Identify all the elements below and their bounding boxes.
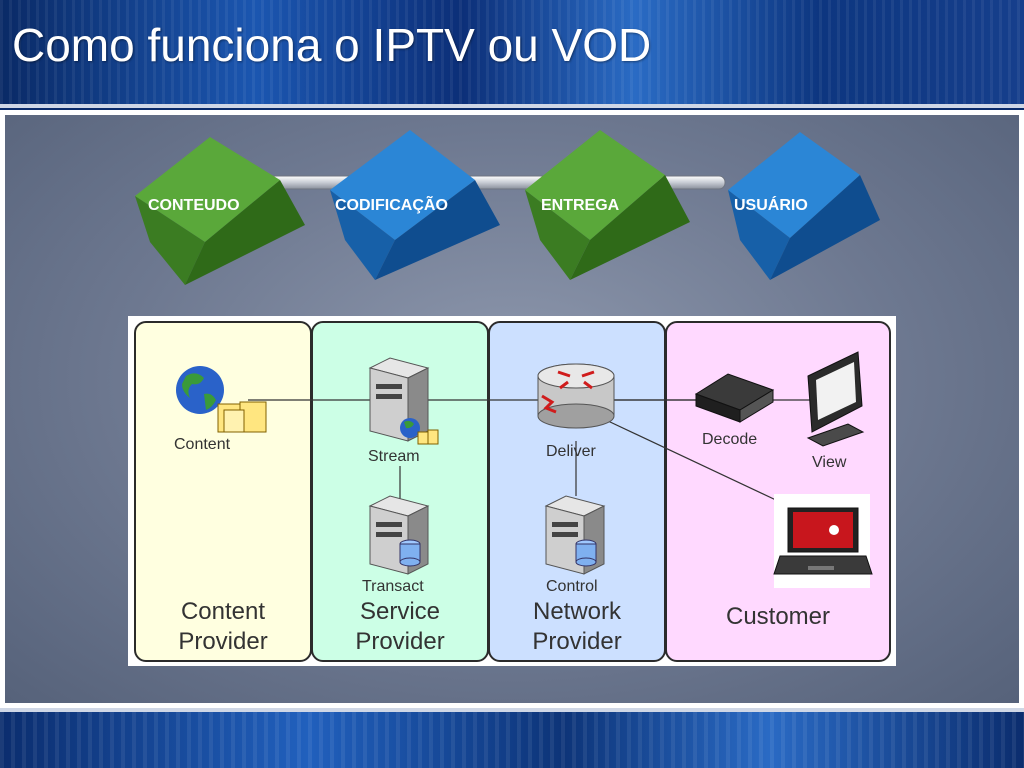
footer-band	[0, 708, 1024, 768]
lane-title-network-provider: Network Provider	[488, 597, 666, 657]
title-bar: Como funciona o IPTV ou VOD	[0, 0, 1024, 108]
step-cube-usuario	[728, 132, 880, 280]
step-label-conteudo: CONTEUDO	[148, 197, 240, 214]
step-label-usuario: USUÁRIO	[734, 197, 808, 214]
server-globe-icon	[368, 357, 439, 445]
node-label-stream: Stream	[368, 448, 420, 465]
lane-title-line: Provider	[178, 628, 268, 655]
set-top-box-icon	[694, 373, 775, 423]
node-label-deliver: Deliver	[546, 443, 596, 460]
lane-title-line: Content	[180, 598, 266, 625]
node-label-decode: Decode	[702, 431, 758, 448]
server-database-icon-control	[544, 495, 606, 575]
slide-title: Como funciona o IPTV ou VOD	[12, 19, 652, 71]
lane-title-customer: Customer	[665, 602, 891, 632]
node-label-content: Content	[174, 436, 231, 453]
lane-content-provider	[134, 321, 312, 662]
node-label-transact: Transact	[362, 578, 424, 595]
lane-title-line: Service	[359, 598, 441, 625]
iptv-architecture-diagram: Content Stream Transact Deliver Control …	[128, 316, 896, 666]
link-deliver-laptop	[607, 420, 779, 502]
lane-title-line: Customer	[725, 603, 831, 630]
server-database-icon	[368, 495, 430, 575]
step-cube-entrega	[525, 130, 690, 280]
step-label-codificacao: CODIFICAÇÃO	[335, 197, 448, 214]
lane-title-content-provider: Content Provider	[134, 597, 312, 657]
step-cube-conteudo	[135, 137, 305, 285]
lane-title-line: Provider	[355, 628, 445, 655]
diagram-graphics	[176, 351, 873, 588]
monitor-icon	[806, 351, 865, 447]
step-label-entrega: ENTREGA	[541, 197, 620, 214]
lane-title-line: Provider	[532, 628, 622, 655]
router-icon	[537, 363, 615, 429]
laptop-icon	[773, 494, 873, 588]
step-cube-codificacao	[330, 130, 500, 280]
node-label-view: View	[812, 454, 847, 471]
lane-title-line: Network	[532, 598, 622, 625]
globe-folder-icon	[176, 366, 267, 433]
lane-title-service-provider: Service Provider	[311, 597, 489, 657]
node-label-control: Control	[546, 578, 598, 595]
